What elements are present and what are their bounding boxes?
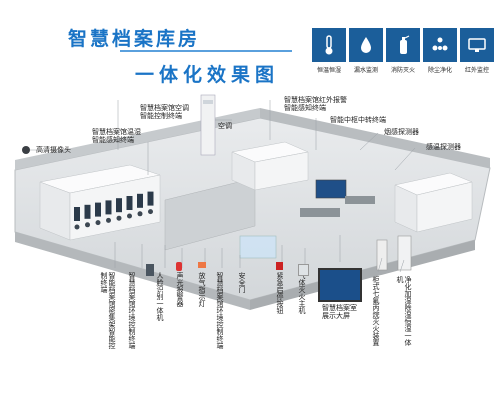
feature-infrared: 红外监控 (460, 28, 494, 74)
cabinet-handle (74, 224, 80, 230)
feature-thermostat: 恒温恒湿 (312, 28, 346, 74)
callout-air-conditioner: 空调 (218, 122, 232, 130)
center-compact-cabinets (231, 141, 309, 191)
room-wall-right (260, 108, 490, 168)
cabinet-control-panel (126, 196, 133, 210)
callout-hd-camera: 高清摄像头 (36, 146, 71, 154)
callout-env-controller: 智慧档案馆环境控制终端 (128, 272, 136, 349)
cabinet-handle (137, 211, 143, 217)
feature-label: 除尘净化 (427, 67, 452, 74)
feature-leak: 漏水监测 (349, 28, 383, 74)
gas-extinguisher-cabinet (376, 239, 388, 271)
callout-emergency-button: 紧急启停按钮 (276, 272, 284, 314)
thermometer-icon (312, 28, 346, 62)
callout-central-control: 智能中枢中转终端 (330, 116, 386, 124)
partition-wall (164, 177, 256, 251)
cabinet-control-panel (84, 204, 91, 219)
cabinet-control-panel (147, 191, 154, 206)
constant-humidity-unit (397, 235, 412, 271)
gas-indicator-icon (198, 262, 206, 268)
page-title: 智慧档案库房 (68, 28, 201, 50)
feature-label: 消防灭火 (390, 67, 415, 74)
fire-extinguisher-icon (386, 28, 420, 62)
cabinet-handle (116, 215, 122, 221)
security-door (239, 235, 277, 259)
room-wall-left (15, 108, 260, 170)
room-wall-front-right (250, 240, 475, 310)
cabinet-control-panel (95, 202, 101, 217)
feature-label: 漏水监测 (353, 67, 378, 74)
room-wall-front-left (15, 232, 250, 310)
callout-gas-indicator: 放气指示灯 (198, 272, 206, 307)
cabinet-handle (127, 213, 132, 219)
callout-temp-detector: 感温探测器 (426, 143, 461, 151)
feature-label: 红外监控 (464, 67, 489, 74)
callout-security-door: 安全门 (238, 272, 246, 293)
alarm-light-icon (176, 262, 182, 271)
infrared-camera-icon (460, 28, 494, 62)
page-subtitle: 一体化效果图 (135, 64, 280, 86)
leader-lines (30, 100, 416, 273)
air-conditioner (200, 94, 216, 156)
callout-cabinet-controller: 智能档案馆密集架智能控制终端 (100, 272, 116, 349)
emergency-button-icon (276, 262, 283, 270)
callout-infrared-alarm: 智慧档案馆红外报警 智能感知终端 (284, 96, 347, 112)
cabinet-control-panel (116, 198, 122, 213)
callout-gas-device: 柜式七氟丙烷灭火装置 (372, 276, 380, 346)
cabinet-control-panel (137, 193, 143, 208)
cabinet-control-panel (74, 207, 80, 221)
feature-fire: 消防灭火 (386, 28, 420, 74)
office-desk (300, 208, 340, 217)
cabinet-handle (95, 220, 101, 226)
dust-purify-icon (423, 28, 457, 62)
cabinet-handle (106, 217, 111, 223)
callout-env-sensor: 智慧档案馆环境控制终端 (216, 272, 224, 349)
cabinet-handle (85, 222, 90, 228)
gas-host-icon (298, 264, 309, 276)
room-display-screen (315, 179, 347, 199)
callout-display-screen: 智慧档案室 展示大屏 (322, 304, 357, 320)
callout-ac-controller: 智慧档案馆空调 智能控制终端 (140, 104, 189, 120)
title-divider (120, 50, 292, 52)
callout-constant-humidity: 净化加湿除湿恒湿一体机 (396, 276, 412, 346)
callout-alarm: 声光报警器 (176, 272, 184, 307)
feature-label: 恒温恒湿 (316, 67, 341, 74)
callout-humidity-sensor: 智慧档案馆温湿 智能感知终端 (92, 128, 141, 144)
callout-face-terminal: 人脸识别一体机 (156, 272, 164, 321)
callout-gas-host: 气体灭火主机 (298, 272, 306, 314)
cabinet-control-panel (105, 200, 112, 215)
callout-smoke-detector: 烟感探测器 (384, 128, 419, 136)
feature-purify: 除尘净化 (423, 28, 457, 74)
cabinet-handle (148, 209, 153, 215)
right-compact-cabinets (394, 172, 473, 233)
office-desk (345, 196, 375, 204)
display-screen-icon (318, 268, 362, 302)
face-terminal-icon (146, 264, 154, 276)
water-drop-icon (349, 28, 383, 62)
hd-camera (22, 146, 30, 154)
left-compact-cabinets (39, 164, 161, 241)
